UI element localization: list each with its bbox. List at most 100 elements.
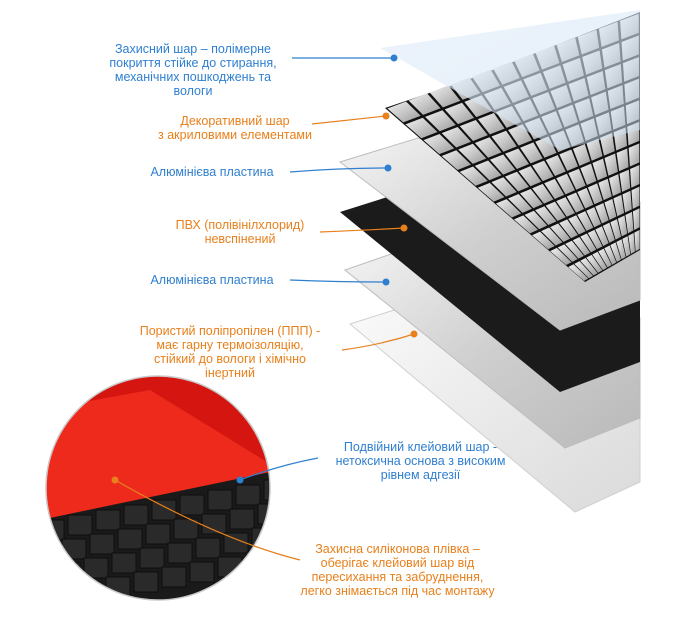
tile (524, 210, 548, 230)
tile (545, 155, 566, 177)
closeup-tile (151, 499, 177, 521)
tile (566, 192, 585, 213)
tile (559, 219, 578, 239)
tile (587, 229, 603, 250)
protective-film-plate (380, 10, 640, 150)
tile (602, 222, 615, 243)
tile (491, 130, 517, 152)
leader-dot (390, 54, 398, 62)
closeup-tile (55, 562, 81, 584)
tile (550, 247, 572, 266)
tile (477, 182, 505, 202)
tile (507, 194, 533, 213)
tile (574, 261, 593, 279)
leader-line (289, 167, 389, 173)
leader-line (319, 227, 405, 233)
tile (592, 251, 607, 271)
closeup-tile (49, 586, 75, 600)
tile (508, 124, 533, 146)
leader-dot (410, 330, 418, 338)
tile (617, 215, 628, 237)
tile (630, 165, 640, 188)
tile (520, 188, 543, 209)
tile (429, 85, 461, 108)
tile (568, 215, 586, 235)
tile (619, 169, 631, 192)
tile (616, 239, 626, 260)
closeup-tile (251, 527, 270, 549)
closeup-tile (83, 557, 109, 579)
tile (541, 227, 563, 246)
closeup-tile (195, 537, 221, 559)
tile (577, 211, 594, 231)
leader-lines (111, 54, 418, 561)
tile (532, 183, 554, 204)
label-double-adhesive: Подвійний клейовий шар -нетоксична основ… (335, 440, 506, 482)
tile (604, 153, 618, 176)
tile (532, 160, 554, 182)
tile (423, 134, 455, 155)
tile (625, 211, 634, 234)
tile (408, 93, 441, 115)
closeup-tile (223, 532, 249, 554)
closeup-tile (245, 551, 270, 573)
closeup-tile (111, 552, 137, 574)
leader-dot (236, 476, 244, 484)
tile (586, 254, 603, 273)
tile (535, 206, 557, 226)
closeup-tile (67, 514, 93, 536)
closeup-tile (133, 571, 159, 593)
tile (544, 178, 565, 199)
tile (557, 244, 578, 262)
closeup-tile (235, 484, 261, 506)
tile (604, 198, 617, 220)
tile (387, 101, 421, 123)
tile (572, 237, 591, 256)
tile (622, 236, 631, 257)
adhesive-closeup (46, 376, 270, 600)
tile (587, 183, 603, 205)
leader-line (289, 279, 387, 283)
closeup-tile (173, 518, 199, 540)
closeup-tile (46, 567, 53, 589)
closeup-tile (89, 533, 115, 555)
leader-dot (400, 224, 408, 232)
tile (598, 178, 612, 201)
tile (604, 245, 617, 265)
leader-line (341, 333, 415, 351)
closeup-tile (46, 591, 47, 600)
tile (586, 207, 602, 228)
tile (580, 233, 597, 253)
tile (405, 117, 438, 139)
tile (458, 143, 487, 164)
closeup-tile (263, 479, 270, 501)
leader-dot (384, 164, 392, 172)
tile (441, 150, 471, 170)
tile (441, 127, 472, 148)
tile (513, 215, 539, 234)
tile (504, 171, 530, 192)
tile (495, 199, 522, 218)
tile (550, 223, 571, 242)
label-silicone-film: Захисна силіконова плівка –оберігає клей… (300, 542, 495, 598)
tile (535, 136, 557, 158)
closeup-tile (139, 547, 165, 569)
tile (613, 194, 625, 217)
tile (608, 174, 622, 196)
closeup-tile (105, 576, 131, 598)
tile (572, 143, 591, 166)
tile (580, 163, 597, 186)
closeup-tile (61, 538, 87, 560)
tile (559, 149, 579, 171)
closeup-border (45, 375, 271, 601)
tile (491, 177, 517, 197)
closeup-tile (145, 523, 171, 545)
closeup-tile (123, 504, 149, 526)
tile (425, 110, 456, 132)
label-pvc-layer: ПВХ (полівінілхлорид)невспінений (175, 218, 305, 246)
tile (545, 201, 566, 221)
leader-dot (111, 476, 119, 484)
